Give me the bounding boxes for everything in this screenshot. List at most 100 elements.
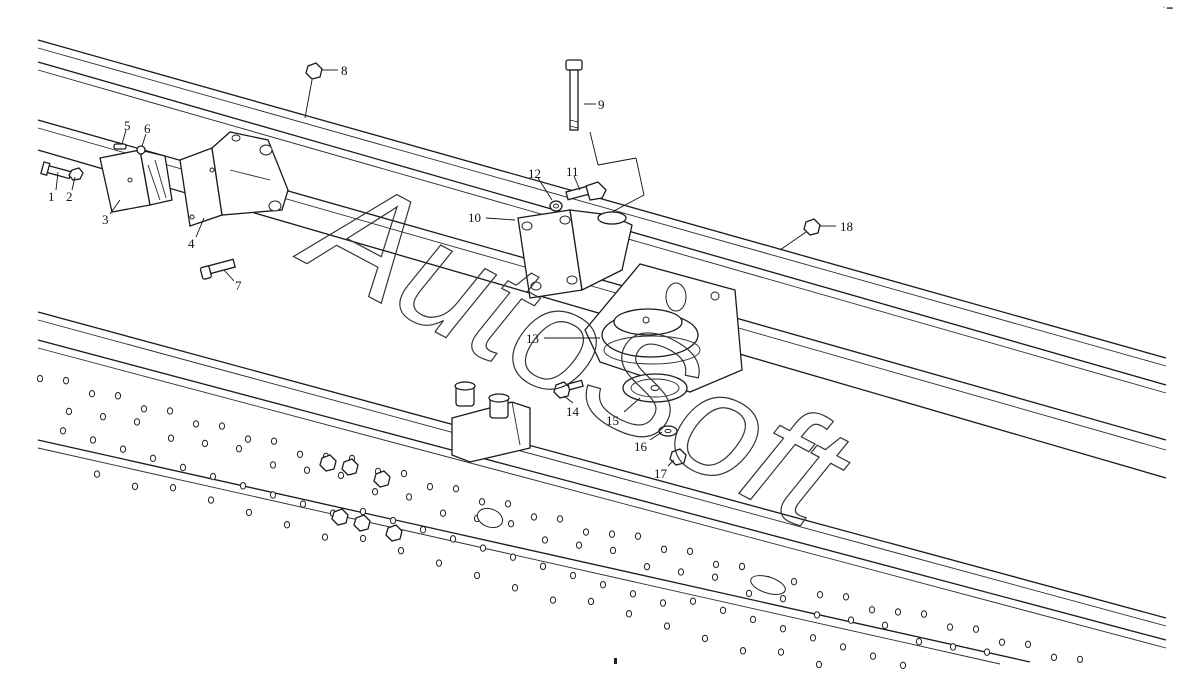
frame-hole bbox=[689, 597, 697, 605]
frame-hole bbox=[809, 634, 817, 642]
frame-hole bbox=[169, 484, 177, 492]
frame-hole bbox=[218, 422, 226, 430]
frame-hole bbox=[337, 471, 345, 480]
frame-hole bbox=[530, 513, 538, 521]
frame-hole bbox=[634, 532, 642, 540]
frame-hole bbox=[303, 466, 311, 474]
frame-hole bbox=[779, 594, 787, 603]
frame-hole bbox=[745, 589, 753, 598]
frame-hole bbox=[686, 547, 694, 556]
frame-hole bbox=[426, 482, 434, 491]
frame-hole bbox=[643, 562, 651, 571]
frame-hole bbox=[539, 562, 547, 571]
frame-hole bbox=[749, 615, 757, 624]
part-5-pin bbox=[113, 143, 127, 150]
frame-hole bbox=[629, 590, 637, 598]
callout-7: 7 bbox=[235, 278, 242, 293]
frame-hole bbox=[99, 412, 107, 421]
frame-hole bbox=[93, 470, 101, 478]
frame-hole bbox=[582, 528, 590, 536]
frame-hole bbox=[478, 498, 486, 506]
frame-hole bbox=[149, 454, 157, 462]
callout-6: 6 bbox=[144, 121, 151, 136]
frame-hole bbox=[1076, 655, 1084, 664]
frame-hole bbox=[435, 559, 443, 567]
frame-hole bbox=[777, 648, 785, 656]
frame-hole bbox=[659, 599, 667, 607]
frame-hole bbox=[839, 643, 847, 651]
callout-5: 5 bbox=[124, 118, 131, 133]
frame-hole bbox=[192, 420, 200, 428]
frame-hole bbox=[479, 544, 487, 552]
part-2-nut bbox=[68, 167, 84, 181]
part-11-bolt bbox=[565, 181, 607, 201]
frame-hole bbox=[201, 439, 209, 448]
lower-frame-rail bbox=[37, 311, 1167, 665]
frame-hole bbox=[701, 634, 709, 643]
frame-hole bbox=[244, 435, 252, 443]
part-17-nut bbox=[669, 448, 687, 466]
frame-hole bbox=[677, 568, 685, 576]
frame-hole bbox=[541, 536, 549, 544]
frame-hole bbox=[1050, 653, 1058, 662]
corner-mark: ▫ ▬ bbox=[1163, 5, 1173, 11]
callout-8: 8 bbox=[341, 63, 348, 78]
callout-3: 3 bbox=[102, 212, 109, 227]
frame-hole bbox=[507, 519, 515, 528]
frame-hole bbox=[114, 392, 122, 400]
frame-hole bbox=[899, 661, 907, 669]
part-12-washer bbox=[549, 200, 563, 212]
callout-16: 16 bbox=[634, 439, 648, 454]
frame-hole bbox=[131, 482, 139, 491]
frame-hole bbox=[711, 573, 719, 581]
frame-hole bbox=[504, 500, 512, 508]
frame-hole bbox=[89, 436, 97, 444]
callout-1: 1 bbox=[48, 189, 55, 204]
frame-hole bbox=[949, 643, 957, 651]
frame-hole bbox=[894, 608, 902, 616]
frame-hole bbox=[473, 571, 481, 580]
part-9-long-bolt bbox=[565, 59, 583, 131]
frame-hole bbox=[920, 610, 928, 618]
frame-hole bbox=[235, 444, 243, 453]
part-13-rubber-mount bbox=[584, 263, 743, 393]
frame-hole bbox=[439, 509, 447, 517]
frame-hole bbox=[371, 487, 379, 496]
frame-hole bbox=[847, 616, 855, 624]
frame-hole bbox=[946, 623, 954, 631]
frame-hole bbox=[983, 648, 991, 656]
frame-hole bbox=[660, 545, 668, 553]
frame-hole bbox=[167, 434, 175, 442]
frame-hole bbox=[869, 652, 877, 660]
frame-hole bbox=[842, 593, 850, 601]
frame-hole bbox=[65, 407, 73, 416]
frame-hole bbox=[389, 516, 397, 525]
frame-perforations bbox=[36, 374, 1084, 669]
frame-hole bbox=[269, 491, 277, 499]
frame-hole bbox=[509, 553, 517, 561]
frame-hole bbox=[790, 577, 798, 586]
frame-hole bbox=[179, 463, 187, 472]
callout-12: 12 bbox=[528, 166, 541, 181]
part-16-washer bbox=[658, 425, 678, 437]
frame-hole bbox=[400, 469, 408, 478]
callout-10: 10 bbox=[468, 210, 481, 225]
frame-hole bbox=[359, 534, 367, 543]
part-7-bolt bbox=[199, 258, 236, 280]
part-15-lower-cushion bbox=[622, 373, 688, 403]
frame-hole bbox=[245, 508, 253, 517]
rail-bolt-heads bbox=[319, 454, 403, 542]
frame-hole bbox=[270, 437, 278, 445]
frame-hole bbox=[779, 624, 787, 633]
frame-hole bbox=[283, 521, 291, 529]
part-8-nut bbox=[305, 62, 323, 80]
frame-hole bbox=[549, 596, 557, 604]
frame-hole bbox=[569, 571, 577, 580]
callout-11: 11 bbox=[566, 164, 579, 179]
callout-2: 2 bbox=[66, 189, 73, 204]
frame-hole bbox=[452, 484, 460, 493]
frame-hole bbox=[813, 611, 821, 619]
callout-18: 18 bbox=[840, 219, 853, 234]
frame-hole bbox=[299, 500, 307, 508]
